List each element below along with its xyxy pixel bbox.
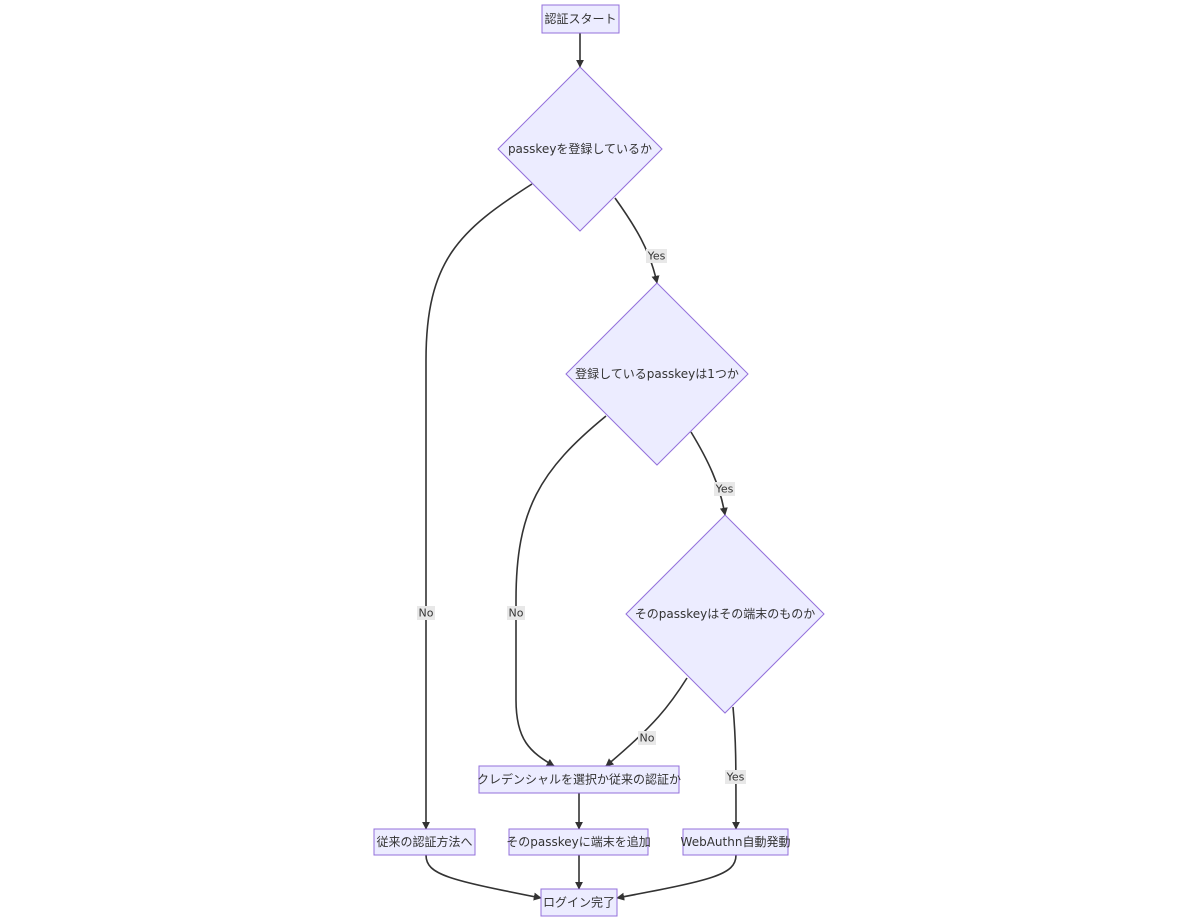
edge-label-text: No: [640, 732, 655, 745]
decision-passkey-registered-label: passkeyを登録しているか: [508, 141, 652, 156]
webauthn-node-label: WebAuthn自動発動: [681, 835, 791, 849]
edge-label-registered-yes: Yes: [646, 249, 667, 263]
legacy-auth-node: 従来の認証方法へ: [373, 828, 476, 856]
edge-legacy-to-done: [425, 854, 542, 901]
add-device-node: そのpasskeyに端末を追加: [506, 828, 651, 856]
edge-label-text: Yes: [647, 250, 666, 263]
start-node: 認証スタート: [541, 4, 620, 34]
edge-webauthn-to-done: [616, 854, 737, 901]
edge-label-text: No: [419, 607, 434, 620]
edge-label-text: Yes: [715, 483, 734, 496]
select-credential-node-label: クレデンシャルを選択か従来の認証か: [477, 772, 681, 787]
edge-label-device-yes: Yes: [725, 770, 746, 784]
edge-label-text: Yes: [726, 771, 745, 784]
edge-registered-yes: [614, 197, 660, 284]
edge-label-text: No: [509, 607, 524, 620]
decision-passkey-this-device-label: そのpasskeyはその端末のものか: [635, 607, 815, 621]
edge-label-single-yes: Yes: [714, 482, 735, 496]
decision-single-passkey-label: 登録しているpasskeyは1つか: [575, 366, 739, 381]
edge-label-registered-no: No: [417, 606, 435, 620]
legacy-auth-node-label: 従来の認証方法へ: [376, 834, 472, 849]
edge-single-yes: [690, 431, 728, 516]
edge-label-single-no: No: [507, 606, 525, 620]
decision-single-passkey: 登録しているpasskeyは1つか: [565, 282, 749, 466]
webauthn-node: WebAuthn自動発動: [681, 828, 791, 856]
edge-single-no: [515, 415, 607, 767]
start-node-label: 認証スタート: [544, 11, 616, 26]
login-done-node-label: ログイン完了: [543, 895, 615, 910]
add-device-node-label: そのpasskeyに端末を追加: [506, 834, 650, 849]
edge-registered-no: [422, 183, 533, 830]
decision-passkey-this-device: そのpasskeyはその端末のものか: [625, 514, 825, 714]
edge-device-yes: [731, 706, 740, 830]
select-credential-node: クレデンシャルを選択か従来の認証か: [477, 765, 681, 794]
edge-device-no: [605, 677, 688, 767]
edge-label-device-no: No: [638, 731, 656, 745]
decision-passkey-registered: passkeyを登録しているか: [497, 66, 663, 232]
login-done-node: ログイン完了: [540, 888, 618, 917]
